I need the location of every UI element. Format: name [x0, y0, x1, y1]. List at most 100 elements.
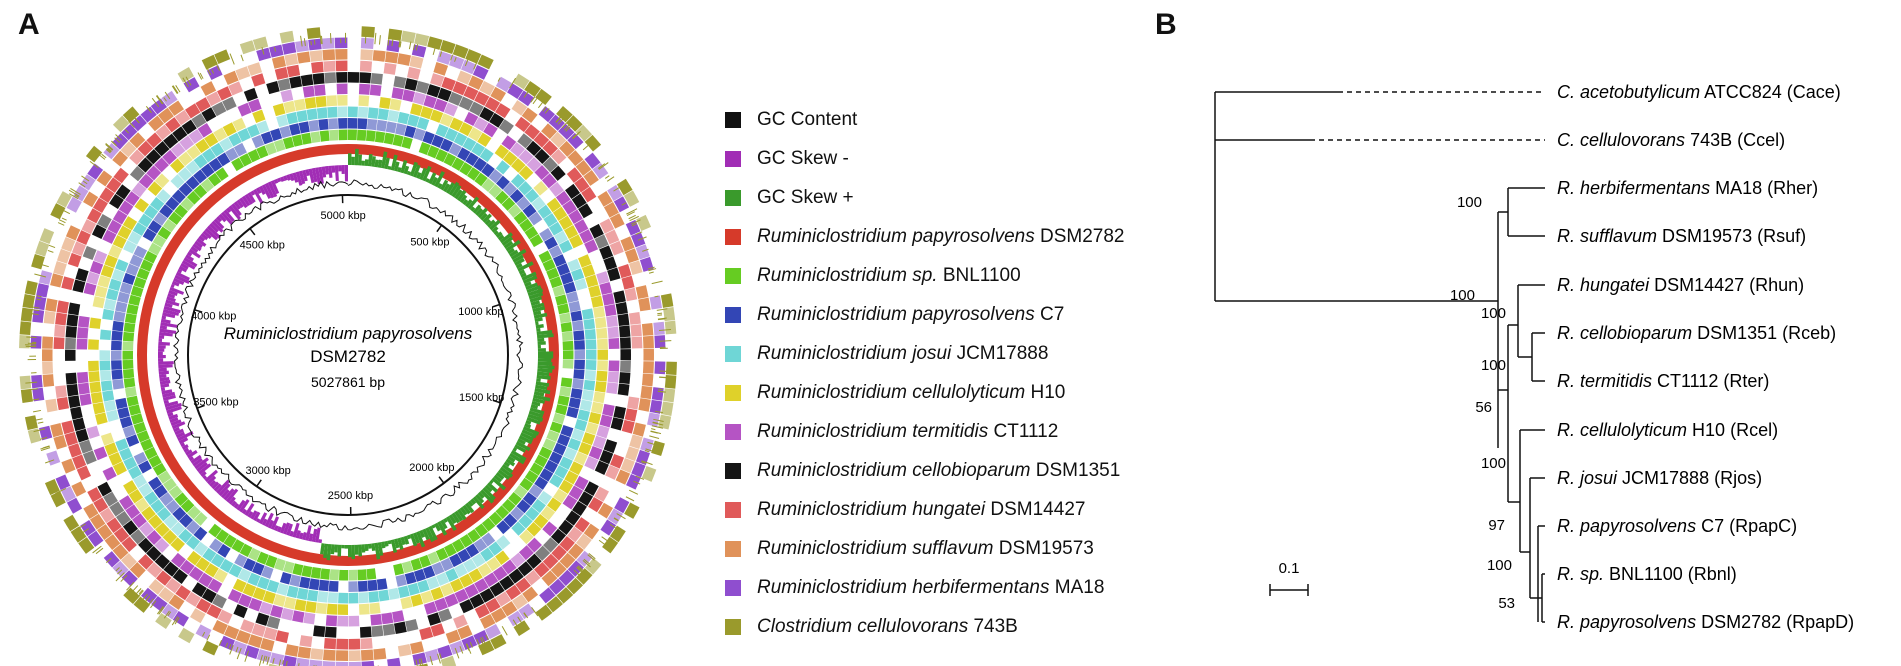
ring-4 [122, 129, 574, 581]
legend-genus: Ruminiclostridium sp. [757, 264, 938, 286]
legend-genus: Ruminiclostridium josui [757, 342, 952, 364]
center-strain: DSM2782 [310, 347, 386, 366]
legend-genus: Ruminiclostridium cellobioparum [757, 459, 1031, 481]
legend-swatch [725, 267, 741, 284]
legend-name: MA18 [1054, 576, 1105, 598]
legend-swatch [725, 384, 741, 401]
legend-item: Ruminiclostridium papyrosolvens DSM2782 [725, 217, 1185, 256]
bootstrap-value: 100 [1487, 557, 1512, 574]
legend-item: Ruminiclostridium hungatei DSM14427 [725, 490, 1185, 529]
tick-label: 3000 kbp [245, 465, 290, 477]
scale-label: 0.1 [1279, 560, 1300, 577]
legend-name: DSM2782 [1040, 225, 1125, 247]
bootstrap-value: 53 [1498, 595, 1515, 612]
tree-tip-label: R. herbifermentans MA18 (Rher) [1557, 178, 1818, 198]
ring-7 [88, 95, 608, 615]
scale-bar: 0.1 [1269, 560, 1309, 596]
legend-item: Ruminiclostridium herbifermentans MA18 [725, 568, 1185, 607]
tick-label: 1000 kbp [458, 306, 503, 318]
legend-swatch [725, 462, 741, 479]
legend-name: GC Content [757, 108, 858, 130]
tree-tip-label: R. cellulolyticum H10 (Rcel) [1557, 420, 1778, 440]
legend-genus: Clostridium cellulovorans [757, 615, 969, 637]
legend-name: CT1112 [993, 420, 1059, 442]
legend-item: Clostridium cellulovorans 743B [725, 607, 1185, 646]
tree-tip-label: R. cellobioparum DSM1351 (Rceb) [1557, 323, 1836, 343]
tree-tip-label: R. sufflavum DSM19573 (Rsuf) [1557, 226, 1806, 246]
legend-swatch [725, 579, 741, 596]
tick-label: 4000 kbp [191, 310, 236, 322]
ring-9 [64, 72, 631, 638]
ring-5 [111, 118, 585, 592]
legend-genus: Ruminiclostridium papyrosolvens [757, 225, 1035, 247]
center-length: 5027861 bp [311, 374, 385, 390]
legend-genus: Ruminiclostridium cellulolyticum [757, 381, 1026, 403]
legend-name: DSM1351 [1035, 459, 1121, 481]
legend-swatch [725, 501, 741, 518]
legend-item: Ruminiclostridium sp. BNL1100 [725, 256, 1185, 295]
ring-13 [19, 26, 677, 666]
legend-swatch [725, 306, 741, 323]
legend-swatch [725, 150, 741, 167]
ring-reference [137, 144, 559, 566]
tick-mark [436, 224, 443, 233]
tick-mark [256, 479, 262, 487]
gc-skew-track [158, 148, 555, 561]
tree-tip-label: R. papyrosolvens C7 (RpapC) [1557, 516, 1797, 536]
legend-item: Ruminiclostridium josui JCM17888 [725, 334, 1185, 373]
legend-swatch [725, 111, 741, 128]
tree-tip-label: R. josui JCM17888 (Rjos) [1557, 468, 1762, 488]
tick-label: 2500 kbp [328, 490, 373, 502]
ring-layer [19, 26, 677, 666]
legend-name: C7 [1040, 303, 1065, 325]
tree-tip-label: R. hungatei DSM14427 (Rhun) [1557, 275, 1804, 295]
legend-genus: Ruminiclostridium sufflavum [757, 537, 994, 559]
tick-label: 1500 kbp [459, 392, 504, 404]
legend-name: JCM17888 [956, 342, 1049, 364]
tree-branches [1214, 91, 1545, 623]
legend-genus: Ruminiclostridium herbifermentans [757, 576, 1050, 598]
bootstrap-value: 100 [1481, 305, 1506, 322]
legend-item: Ruminiclostridium papyrosolvens C7 [725, 295, 1185, 334]
tick-label: 3500 kbp [193, 396, 238, 408]
bootstrap-value: 56 [1475, 399, 1492, 416]
tick-label: 5000 kbp [320, 210, 365, 222]
panel-b-label: B [1155, 8, 1177, 41]
gc-tracks-layer [158, 148, 555, 561]
legend-swatch [725, 189, 741, 206]
center-title: Ruminiclostridium papyrosolvens [224, 324, 473, 343]
ring-8 [76, 83, 620, 627]
legend-name: 743B [973, 615, 1018, 637]
circular-genome-map: 500 kbp 1000 kbp 1500 kbp 2000 kbp 2500 kbp 3… [19, 26, 677, 666]
legend-name: H10 [1030, 381, 1066, 403]
legend-name: DSM19573 [998, 537, 1094, 559]
bootstrap-value: 100 [1457, 194, 1482, 211]
tree-labels: C. acetobutylicum ATCC824 (Cace)C. cellu… [1450, 82, 1854, 632]
ring-11 [42, 49, 654, 661]
legend-swatch [725, 345, 741, 362]
legend-name: BNL1100 [942, 264, 1021, 286]
gc-content-track [173, 179, 524, 531]
ring-fringe [25, 32, 672, 666]
tick-mark [438, 476, 445, 484]
legend-item: Ruminiclostridium termitidis CT1112 [725, 412, 1185, 451]
legend-name: DSM14427 [990, 498, 1086, 520]
tree-tip-label: C. cellulovorans 743B (Ccel) [1557, 130, 1785, 150]
legend-swatch [725, 423, 741, 440]
tick-label: 500 kbp [410, 236, 449, 248]
legend-name: GC Skew - [757, 147, 849, 169]
bootstrap-value: 100 [1481, 455, 1506, 472]
tick-mark [492, 399, 501, 404]
legend: GC Content GC Skew - GC Skew + Ruminiclostr… [725, 100, 1185, 646]
legend-name: GC Skew + [757, 186, 854, 208]
legend-genus: Ruminiclostridium termitidis [757, 420, 989, 442]
legend-genus: Ruminiclostridium papyrosolvens [757, 303, 1035, 325]
panel-a-label: A [18, 8, 40, 41]
backbone-circle [187, 194, 509, 516]
tick-mark [249, 228, 256, 236]
tick-label: 2000 kbp [409, 462, 454, 474]
legend-swatch [725, 228, 741, 245]
bootstrap-value: 100 [1450, 287, 1475, 304]
legend-item: GC Skew + [725, 178, 1185, 217]
